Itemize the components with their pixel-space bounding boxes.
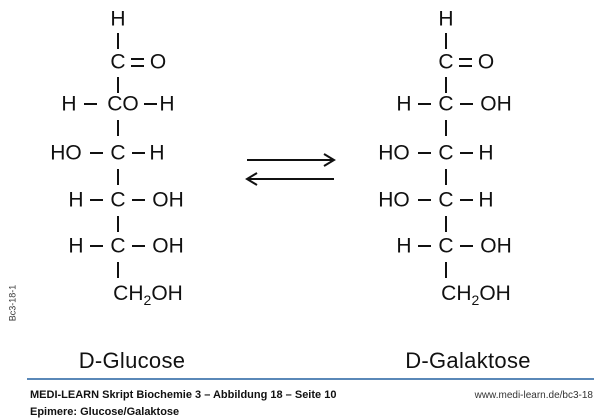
atom: H bbox=[149, 141, 165, 165]
bond bbox=[90, 245, 103, 247]
atom: H bbox=[396, 92, 412, 116]
atom: C bbox=[110, 50, 126, 74]
atom: C bbox=[438, 92, 454, 116]
ch2oh-group: CH2OH bbox=[113, 283, 183, 311]
divider bbox=[27, 378, 594, 380]
bond bbox=[90, 199, 103, 201]
bond bbox=[445, 33, 447, 49]
atom: OH bbox=[479, 281, 511, 305]
atom: OH bbox=[151, 281, 183, 305]
bond bbox=[445, 120, 447, 136]
bond bbox=[117, 77, 119, 93]
bond bbox=[418, 103, 431, 105]
bond bbox=[132, 245, 145, 247]
atom: H bbox=[159, 92, 175, 116]
bond bbox=[418, 245, 431, 247]
atom: H bbox=[110, 7, 126, 31]
bond bbox=[460, 103, 473, 105]
bond bbox=[117, 169, 119, 185]
atom: O bbox=[149, 50, 167, 74]
atom: C bbox=[110, 188, 126, 212]
glucose-label: D-Glucose bbox=[78, 348, 186, 373]
source-url: www.medi-learn.de/bc3-18 bbox=[474, 390, 593, 401]
atom: OH bbox=[480, 234, 512, 258]
caption: Epimere: Glucose/Galaktose bbox=[30, 406, 180, 418]
bond bbox=[117, 216, 119, 232]
atom: OH bbox=[152, 234, 184, 258]
equilibrium-arrow-icon bbox=[245, 153, 336, 186]
bond bbox=[445, 169, 447, 185]
atom: OH bbox=[480, 92, 512, 116]
atom: HO bbox=[378, 188, 410, 212]
atom: C bbox=[438, 141, 454, 165]
atom: H bbox=[68, 234, 84, 258]
bond bbox=[445, 77, 447, 93]
bond bbox=[84, 103, 97, 105]
bond bbox=[90, 152, 103, 154]
bond bbox=[460, 199, 473, 201]
atom: HO bbox=[378, 141, 410, 165]
ch2oh-group: CH2OH bbox=[441, 283, 511, 311]
subscript: 2 bbox=[471, 292, 480, 309]
double-bond bbox=[131, 65, 144, 67]
atom: H bbox=[438, 7, 454, 31]
atom: C bbox=[110, 141, 126, 165]
bond bbox=[418, 152, 431, 154]
bond bbox=[418, 199, 431, 201]
bond bbox=[117, 262, 119, 278]
bond bbox=[117, 120, 119, 136]
bond bbox=[144, 103, 157, 105]
galactose-label: D-Galaktose bbox=[405, 348, 531, 373]
bond bbox=[132, 199, 145, 201]
atom: HO bbox=[50, 141, 82, 165]
bond bbox=[445, 262, 447, 278]
atom: H bbox=[478, 141, 494, 165]
atom: H bbox=[396, 234, 412, 258]
figure-code: Bc3-18-1 bbox=[7, 284, 18, 322]
atom: O bbox=[477, 50, 495, 74]
bond bbox=[445, 216, 447, 232]
atom: CH bbox=[113, 281, 144, 305]
atom: H bbox=[61, 92, 77, 116]
source-line: MEDI-LEARN Skript Biochemie 3 – Abbildun… bbox=[30, 389, 337, 401]
atom: C bbox=[110, 234, 126, 258]
bond bbox=[460, 152, 473, 154]
bond bbox=[132, 152, 145, 154]
atom: OH bbox=[152, 188, 184, 212]
atom: C bbox=[438, 188, 454, 212]
double-bond bbox=[131, 58, 144, 60]
atom: H bbox=[478, 188, 494, 212]
atom: H bbox=[68, 188, 84, 212]
atom: C bbox=[438, 234, 454, 258]
atom: CO bbox=[107, 92, 139, 116]
atom: C bbox=[438, 50, 454, 74]
bond bbox=[117, 33, 119, 49]
subscript: 2 bbox=[143, 292, 152, 309]
double-bond bbox=[459, 65, 472, 67]
atom: CH bbox=[441, 281, 472, 305]
bond bbox=[460, 245, 473, 247]
double-bond bbox=[459, 58, 472, 60]
